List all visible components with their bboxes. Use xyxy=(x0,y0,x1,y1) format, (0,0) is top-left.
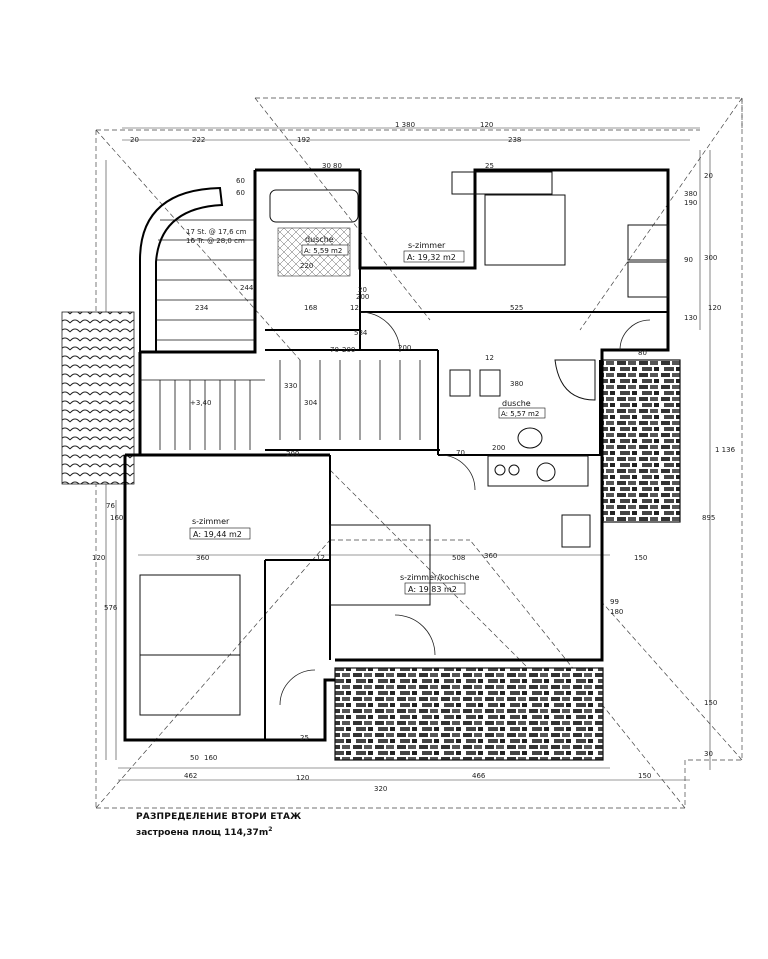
dim-30b: 30 xyxy=(704,750,713,758)
dim-90: 90 xyxy=(684,256,693,264)
kitchen-counter xyxy=(487,455,591,548)
dim-1136: 1 136 xyxy=(715,446,736,454)
dim-60b: 60 xyxy=(236,189,245,197)
dimension-lines xyxy=(105,127,711,781)
dim-304: 304 xyxy=(304,399,318,407)
room-name-top-right: s-zimmer xyxy=(408,241,446,250)
dim-12c: 12 xyxy=(316,554,325,562)
dim-20b: 20 xyxy=(358,286,367,294)
dim-25b: 25 xyxy=(300,734,309,742)
stair-note-line2: 16 Tr. @ 28,0 cm xyxy=(186,237,245,245)
bath-fixtures xyxy=(449,359,596,449)
room-name-left: s-zimmer xyxy=(192,517,230,526)
dim-895: 895 xyxy=(702,514,715,522)
dim-70a: 70 xyxy=(330,346,339,354)
roof-tiles xyxy=(61,311,135,485)
dim-508: 508 xyxy=(452,554,465,562)
dim-120: 120 xyxy=(708,304,721,312)
dim-20c: 20 xyxy=(704,172,713,180)
dim-1380: 380 xyxy=(684,190,697,198)
dim-234: 234 xyxy=(195,304,209,312)
dim-top-20: 20 xyxy=(130,136,139,144)
dim-top-222: 222 xyxy=(192,136,205,144)
stone-wall-right xyxy=(601,359,681,523)
dim-150: 150 xyxy=(634,554,647,562)
bed-top-right xyxy=(451,171,566,266)
dim-150b: 150 xyxy=(704,699,717,707)
dim-168: 168 xyxy=(304,304,317,312)
dim-99: 99 xyxy=(610,598,619,606)
curved-stair-wall xyxy=(139,186,224,352)
dim-120b: 120 xyxy=(92,554,105,562)
dim-top-total: 1 380 xyxy=(395,121,415,129)
dim-top-192: 192 xyxy=(297,136,310,144)
dim-top-238: 238 xyxy=(508,136,521,144)
bathtub xyxy=(269,189,359,223)
dim-12a: 12 xyxy=(350,304,359,312)
dim-380: 380 xyxy=(510,380,523,388)
dim-180: 180 xyxy=(610,608,623,616)
dim-466: 466 xyxy=(472,772,486,780)
room-area-top-right: A: 19,32 m2 xyxy=(407,253,456,262)
dim-244: 244 xyxy=(240,284,254,292)
dim-220: 220 xyxy=(300,262,313,270)
room-name-center: s-zimmer/kochische xyxy=(400,573,480,582)
bed-left xyxy=(139,574,241,716)
dim-200d: 200 xyxy=(398,344,411,352)
dim-80: 80 xyxy=(333,162,342,170)
dim-360b: 360 xyxy=(484,552,497,560)
dim-200c: 200 xyxy=(492,444,505,452)
dim-160b: 160 xyxy=(204,754,217,762)
room-area-left: A: 19,44 m2 xyxy=(193,530,242,539)
dim-150c: 150 xyxy=(638,772,651,780)
door-swings xyxy=(279,311,651,706)
dim-330: 330 xyxy=(284,382,297,390)
dim-80b: 80 xyxy=(638,349,647,357)
twin-beds-right xyxy=(627,224,669,298)
dim-30: 30 xyxy=(322,162,331,170)
dim-top-120: 120 xyxy=(480,121,493,129)
dim-200a: 200 xyxy=(356,293,369,301)
dim-200e: 200 xyxy=(286,450,299,458)
built-area-text: застроена площ 114,37m xyxy=(136,828,269,838)
room-name-dusche-top: dusche xyxy=(305,235,334,244)
dim-360: 360 xyxy=(196,554,209,562)
dim-525: 525 xyxy=(510,304,523,312)
dim-60: 60 xyxy=(236,177,245,185)
stairs xyxy=(140,219,421,450)
plan-title: РАЗПРЕДЕЛЕНИЕ ВТОРИ ЕТАЖ xyxy=(136,812,302,822)
bed-center xyxy=(329,524,431,606)
dim-160: 160 xyxy=(110,514,123,522)
dim-576: 576 xyxy=(104,604,118,612)
built-area-sup: 2 xyxy=(268,826,273,833)
dim-300: 300 xyxy=(704,254,717,262)
dim-120d: 120 xyxy=(296,774,309,782)
stone-wall-bottom xyxy=(334,667,604,761)
dim-76: 76 xyxy=(106,502,115,510)
room-area-dusche-mid: A: 5,57 m2 xyxy=(501,410,539,418)
room-area-center: A: 19,83 m2 xyxy=(408,585,457,594)
dim-50: 50 xyxy=(190,754,199,762)
dim-320: 320 xyxy=(374,785,387,793)
built-area: застроена площ 114,37m2 xyxy=(136,826,272,838)
dim-462: 462 xyxy=(184,772,197,780)
dim-130: 130 xyxy=(684,314,697,322)
room-name-dusche-mid: dusche xyxy=(502,399,531,408)
dim-584: 584 xyxy=(354,329,368,337)
dim-25: 25 xyxy=(485,162,494,170)
dim-70b: 70 xyxy=(456,449,465,457)
outer-walls xyxy=(123,168,670,742)
dimension-labels: 1 380 120 20 222 192 238 30 80 60 25 220… xyxy=(92,121,736,793)
stair-level: +3,40 xyxy=(190,399,211,407)
dim-12b: 12 xyxy=(485,354,494,362)
stair-note-line1: 17 St. @ 17,6 cm xyxy=(186,228,247,236)
dim-190: 190 xyxy=(684,199,697,207)
room-area-dusche-top: A: 5,59 m2 xyxy=(304,247,342,255)
dim-200b: 200 xyxy=(342,346,355,354)
